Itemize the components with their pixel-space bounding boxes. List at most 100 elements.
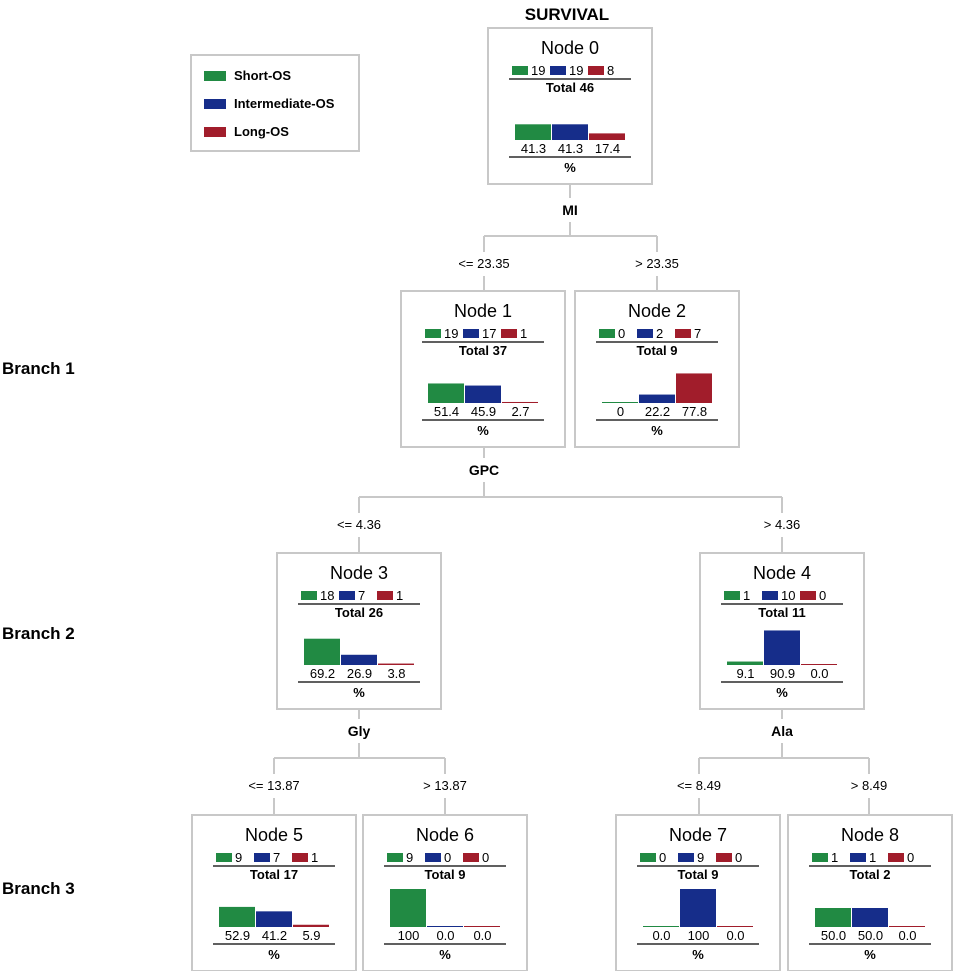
count-swatch — [762, 591, 778, 600]
percent-bar — [680, 889, 716, 927]
count-swatch — [599, 329, 615, 338]
percent-bar — [427, 926, 463, 927]
percent-bar — [676, 373, 712, 403]
class-count: 1 — [743, 588, 750, 603]
percent-bar — [515, 124, 551, 140]
node-total: Total 9 — [678, 867, 719, 882]
count-swatch — [850, 853, 866, 862]
percent-value: 50.0 — [821, 928, 846, 943]
node-box — [362, 814, 528, 971]
percent-symbol: % — [439, 947, 451, 962]
class-count: 19 — [569, 63, 583, 78]
class-count: 17 — [482, 326, 496, 341]
percent-bar — [293, 924, 329, 927]
percent-bar — [219, 906, 255, 927]
node-title: Node 7 — [669, 825, 727, 845]
node-total: Total 26 — [335, 605, 383, 620]
percent-bar — [465, 385, 501, 403]
node-box — [787, 814, 953, 971]
percent-bar — [815, 908, 851, 927]
count-swatch — [216, 853, 232, 862]
node-title: Node 4 — [753, 563, 811, 583]
node-title: Node 1 — [454, 301, 512, 321]
percent-value: 0.0 — [473, 928, 491, 943]
percent-value: 69.2 — [310, 666, 335, 681]
percent-bar — [390, 889, 426, 927]
legend: Short-OS Intermediate-OS Long-OS — [190, 54, 360, 152]
node-total: Total 37 — [459, 343, 507, 358]
split-variable-gpc: GPC — [469, 462, 499, 478]
legend-swatch — [204, 127, 226, 137]
node-box — [487, 27, 653, 185]
count-swatch — [888, 853, 904, 862]
count-swatch — [716, 853, 732, 862]
percent-symbol: % — [477, 423, 489, 438]
percent-value: 0.0 — [652, 928, 670, 943]
count-swatch — [463, 329, 479, 338]
percent-bar — [852, 908, 888, 927]
count-swatch — [292, 853, 308, 862]
split-condition-right: > 8.49 — [851, 778, 888, 793]
percent-bar — [727, 661, 763, 665]
tree-connectors — [273, 184, 870, 815]
percent-value: 41.3 — [558, 141, 583, 156]
class-count: 0 — [907, 850, 914, 865]
branch-label-1: Branch 1 — [2, 359, 75, 378]
percent-symbol: % — [268, 947, 280, 962]
legend-item-intermediate-os: Intermediate-OS — [204, 96, 335, 111]
count-swatch — [678, 853, 694, 862]
percent-bar — [256, 911, 292, 927]
class-count: 19 — [444, 326, 458, 341]
class-count: 0 — [659, 850, 666, 865]
percent-value: 2.7 — [511, 404, 529, 419]
class-count: 1 — [869, 850, 876, 865]
node-total: Total 46 — [546, 80, 594, 95]
class-count: 0 — [735, 850, 742, 865]
class-count: 9 — [235, 850, 242, 865]
percent-value: 90.9 — [770, 666, 795, 681]
percent-value: 0.0 — [436, 928, 454, 943]
percent-symbol: % — [651, 423, 663, 438]
split-variable-ala: Ala — [771, 723, 793, 739]
class-count: 0 — [482, 850, 489, 865]
class-count: 7 — [358, 588, 365, 603]
legend-item-short-os: Short-OS — [204, 68, 291, 83]
node-title: Node 5 — [245, 825, 303, 845]
percent-value: 17.4 — [595, 141, 620, 156]
count-swatch — [675, 329, 691, 338]
node-total: Total 9 — [425, 867, 466, 882]
count-swatch — [254, 853, 270, 862]
node-total: Total 17 — [250, 867, 298, 882]
class-count: 0 — [618, 326, 625, 341]
percent-value: 26.9 — [347, 666, 372, 681]
class-count: 1 — [396, 588, 403, 603]
split-condition-left: <= 13.87 — [248, 778, 299, 793]
class-count: 9 — [697, 850, 704, 865]
class-count: 1 — [520, 326, 527, 341]
count-swatch — [301, 591, 317, 600]
class-count: 1 — [311, 850, 318, 865]
split-variable-mi: MI — [562, 202, 578, 218]
count-swatch — [425, 329, 441, 338]
percent-bar — [428, 383, 464, 403]
split-condition-right: > 23.35 — [635, 256, 679, 271]
percent-bar — [643, 926, 679, 927]
split-condition-right: > 13.87 — [423, 778, 467, 793]
legend-label: Short-OS — [234, 68, 291, 83]
percent-symbol: % — [776, 685, 788, 700]
percent-bar — [464, 926, 500, 927]
split-condition-right: > 4.36 — [764, 517, 801, 532]
percent-value: 100 — [398, 928, 420, 943]
class-count: 2 — [656, 326, 663, 341]
split-variable-gly: Gly — [348, 723, 371, 739]
count-swatch — [588, 66, 604, 75]
class-count: 8 — [607, 63, 614, 78]
node-total: Total 2 — [850, 867, 891, 882]
